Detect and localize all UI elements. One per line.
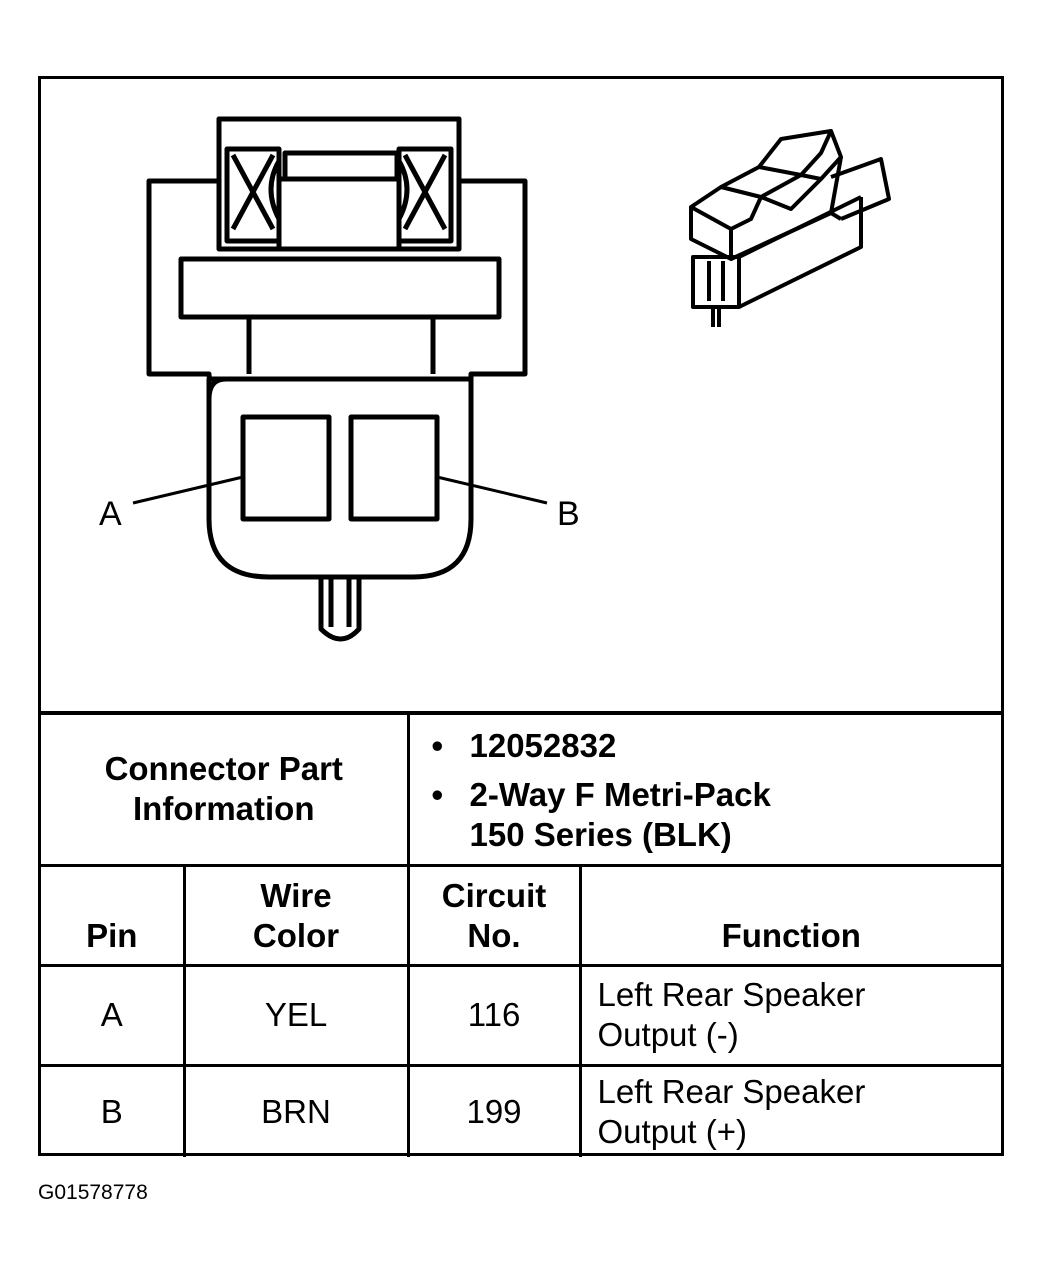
leader-line-a (132, 475, 244, 505)
pin-a-label: A (99, 495, 122, 533)
row-b-circuit: 199 (406, 1063, 582, 1157)
header-circuit: Circuit No. (406, 863, 582, 967)
header-pin: Pin (41, 863, 186, 967)
row-a-function-line2: Output (-) (597, 1016, 739, 1053)
row-a-pin: A (41, 963, 186, 1067)
part-number-item: • 12052832 (432, 726, 1002, 766)
leader-line-b (436, 475, 548, 505)
row-b-function: Left Rear Speaker Output (+) (578, 1063, 1001, 1157)
bottom-post (318, 577, 362, 642)
connector-info-label: Connector Part Information (41, 711, 410, 867)
pin-b-label: B (557, 495, 580, 533)
connector-info-label-line2: Information (133, 790, 315, 828)
bullet-icon: • (431, 726, 444, 764)
pinout-table: Connector Part Information • 12052832 • 2-… (41, 711, 1001, 1157)
connector-diagram: A B (41, 79, 1001, 711)
connector-info-row: Connector Part Information • 12052832 • 2-… (41, 711, 1002, 867)
connector-drawing: A B (99, 116, 891, 642)
description-line1: 2-Way F Metri-Pack (469, 775, 771, 813)
connector-3d-icon (689, 129, 891, 327)
figure-code: G01578778 (38, 1181, 148, 1204)
table-row: A YEL 116 Left Rear Speaker Output (-) (41, 963, 1001, 1067)
header-pin-text: Pin (86, 916, 138, 954)
cavity-b (348, 414, 440, 522)
description-line2: 150 Series (BLK) (469, 815, 732, 853)
table-header-row: Pin Wire Color Circuit No. Function (41, 863, 1001, 967)
header-circuit-line2: No. (467, 916, 521, 954)
bullet-icon: • (431, 775, 444, 813)
table-row: B BRN 199 Left Rear Speaker Output (+) (41, 1063, 1001, 1157)
latch-bridge (282, 150, 400, 182)
row-a-function-line1: Left Rear Speaker (597, 976, 866, 1013)
connector-info-label-line1: Connector Part (104, 750, 343, 788)
part-number: 12052832 (469, 726, 617, 764)
row-b-function-line1: Left Rear Speaker (597, 1072, 866, 1110)
row-b-pin: B (41, 1063, 186, 1157)
connector-table: Connector Part Information • 12052832 • 2-… (41, 711, 1001, 1157)
row-a-circuit: 116 (406, 963, 582, 1067)
header-circuit-line1: Circuit (441, 876, 547, 914)
header-wire-color-line1: Wire (260, 876, 332, 914)
row-b-function-line2: Output (+) (597, 1112, 747, 1150)
header-function: Function (578, 863, 1001, 967)
header-function-text: Function (721, 916, 861, 954)
lock-bar (178, 256, 502, 320)
terminal-body (206, 376, 474, 580)
row-b-wire-color: BRN (182, 1063, 410, 1157)
header-wire-color: Wire Color (182, 863, 410, 967)
connector-figure-frame: A B Connector Part Information • 12052832 (38, 76, 1004, 1157)
row-a-function: Left Rear Speaker Output (-) (578, 963, 1001, 1067)
header-wire-color-line2: Color (252, 916, 340, 954)
cavity-a (240, 414, 332, 522)
row-a-wire-color: YEL (182, 963, 410, 1067)
